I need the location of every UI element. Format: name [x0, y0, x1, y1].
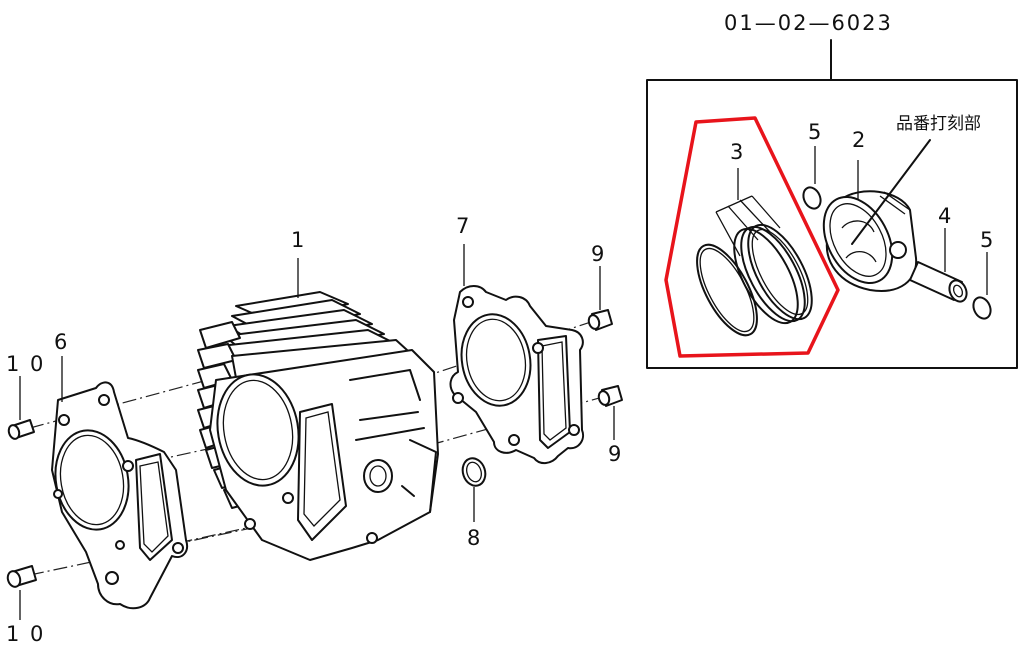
cylinder-base-gasket	[51, 356, 188, 610]
part-label-5-right: 5	[980, 228, 996, 252]
part-label-8: 8	[467, 526, 483, 550]
o-ring	[461, 457, 487, 522]
dowel-pin-upper-right	[587, 309, 613, 331]
part-label-6: 6	[54, 330, 70, 354]
part-label-4: 4	[938, 204, 954, 228]
part-label-5-left: 5	[808, 120, 824, 144]
part-label-9-bottom: 9	[608, 442, 624, 466]
part-label-2: 2	[852, 128, 868, 152]
piston-pin	[909, 228, 968, 303]
dowel-pin-upper-left	[7, 419, 35, 440]
piston-pin-clip-right	[972, 296, 992, 320]
piston-kit-inset	[646, 39, 1018, 369]
part-label-1: 1	[291, 228, 307, 252]
dowel-pin-lower-left	[6, 565, 37, 588]
cylinder-head-gasket	[449, 244, 584, 464]
piston-ring-set	[696, 168, 813, 337]
part-label-3: 3	[730, 140, 746, 164]
part-label-9-top: 9	[591, 242, 607, 266]
part-label-10-bottom: 1 0	[6, 622, 46, 646]
assembly-part-number: 01—02—6023	[724, 11, 893, 35]
piston-pin-clip-left	[802, 186, 822, 210]
dowel-pin-lower-right	[597, 385, 623, 407]
engraving-location-note: 品番打刻部	[896, 114, 981, 134]
part-label-7: 7	[456, 214, 472, 238]
piston-ring-highlight	[664, 116, 840, 358]
cylinder-block	[197, 258, 439, 561]
part-label-10-top: 1 0	[6, 352, 46, 376]
piston	[822, 139, 931, 292]
